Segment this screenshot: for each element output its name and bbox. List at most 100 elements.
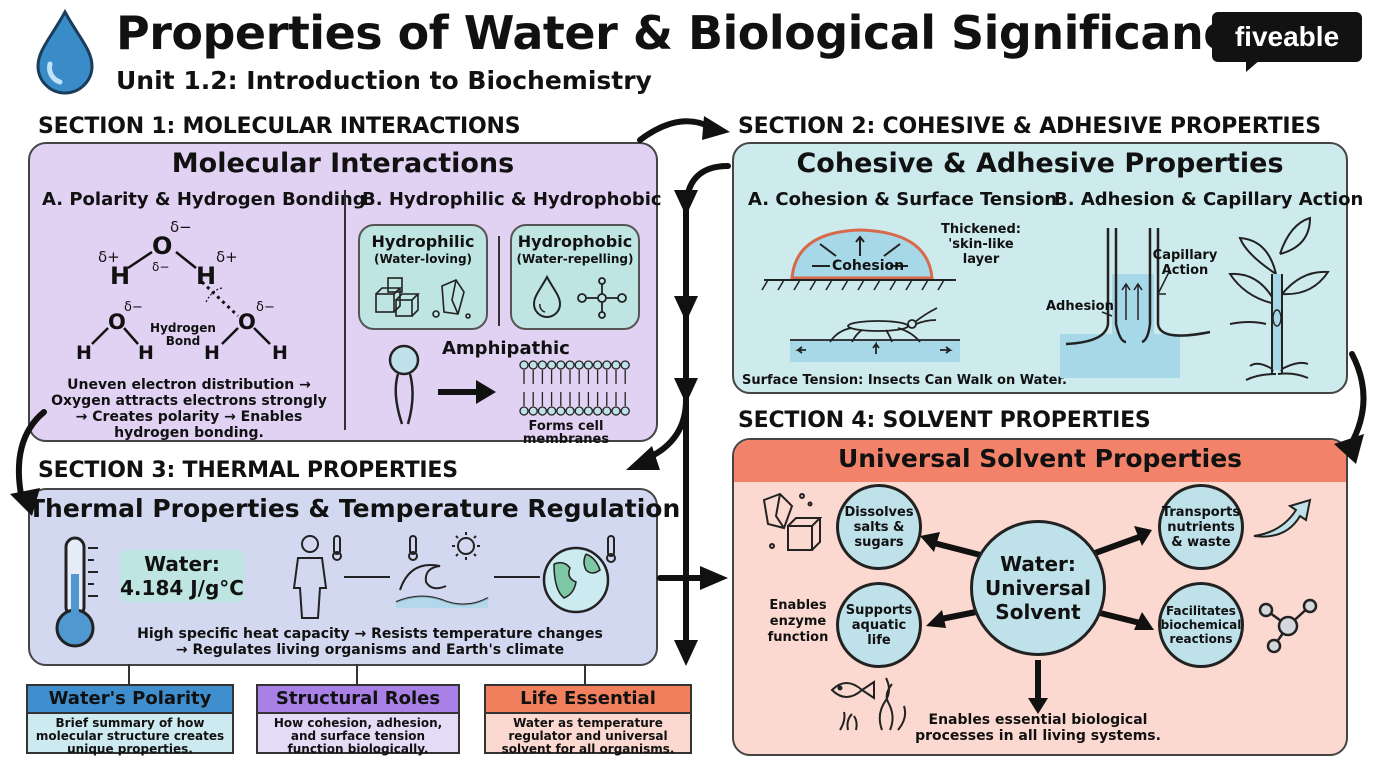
amphipathic-label: Amphipathic	[442, 338, 570, 359]
hydrophobic-card: Hydrophobic (Water-repelling)	[510, 224, 640, 330]
cohesion-subtitle: A. Cohesion & Surface Tension	[748, 189, 1058, 210]
section-4-title: Universal Solvent Properties	[837, 444, 1243, 473]
oil-drop-icon	[532, 274, 562, 318]
hydrophilic-label: Hydrophilic	[371, 232, 475, 251]
transport-arrow-icon	[1253, 498, 1312, 538]
hydrogen-atom: H	[204, 342, 220, 364]
oxygen-atom: O	[238, 310, 256, 334]
summary-connector-3	[584, 664, 586, 684]
brand-logo-tail	[1246, 60, 1260, 72]
summary-box-text: Water as temperature regulator and unive…	[501, 716, 675, 756]
brand-logo: fiveable	[1212, 12, 1362, 62]
globe-icon	[542, 535, 616, 614]
delta-minus-small: δ−	[152, 260, 170, 274]
oxygen-atom: O	[108, 310, 126, 334]
summary-box-title: Life Essential	[486, 686, 690, 714]
sugar-cube-icon	[762, 492, 823, 551]
hydrophilic-sublabel: (Water-loving)	[373, 252, 473, 266]
section-2-title: Cohesive & Adhesive Properties	[796, 148, 1284, 179]
salt-crystal-icon	[375, 277, 471, 319]
insect-icon	[790, 307, 960, 362]
summary-connector-2	[356, 664, 358, 684]
hydrogen-bond-dots	[200, 280, 240, 318]
section-4-heading: SECTION 4: SOLVENT PROPERTIES	[738, 408, 1151, 433]
hydrogen-atom: H	[76, 342, 92, 364]
hydrogen-bond-label: Hydrogen Bond	[150, 321, 216, 348]
section-1-heading: SECTION 1: MOLECULAR INTERACTIONS	[38, 114, 521, 139]
summary-box-text: How cohesion, adhesion, and surface tens…	[273, 716, 443, 756]
hydrophilic-divider	[498, 236, 500, 326]
solvent-caption: Enables essential biological processes i…	[915, 712, 1161, 744]
hydrophilic-subtitle: B. Hydrophilic & Hydrophobic	[362, 189, 662, 210]
summary-box-title: Structural Roles	[258, 686, 458, 714]
section-1-divider	[344, 190, 346, 430]
arrow-icon	[438, 380, 496, 404]
adhesion-subtitle: B. Adhesion & Capillary Action	[1054, 189, 1364, 210]
delta-plus-left: δ+	[98, 248, 120, 266]
bond-lines	[221, 327, 271, 345]
section-2-heading: SECTION 2: COHESIVE & ADHESIVE PROPERTIE…	[738, 114, 1321, 139]
water-molecule-bottom-left: O δ− H H	[70, 300, 170, 366]
summary-box-polarity: Water's Polarity Brief summary of how mo…	[26, 684, 234, 756]
summary-box-structural: Structural Roles How cohesion, adhesion,…	[256, 684, 460, 756]
connector-line-2	[494, 576, 540, 578]
universal-solvent-label: Water: Universal Solvent	[984, 552, 1092, 624]
dissolves-label: Dissolves salts & sugars	[844, 504, 914, 550]
specific-heat-card	[120, 550, 244, 602]
oxygen-atom: O	[152, 232, 173, 260]
capillary-tube-diagram	[1060, 228, 1211, 378]
hydrophilic-card: Hydrophilic (Water-loving)	[358, 224, 488, 330]
hydrogen-atom-right: H	[196, 262, 217, 290]
transports-label: Transports nutrients & waste	[1161, 504, 1241, 550]
summary-box-title: Water's Polarity	[28, 686, 232, 714]
page-title: Properties of Water & Biological Signifi…	[116, 6, 1261, 60]
delta-minus-label: δ−	[124, 300, 143, 315]
specific-heat-value: 4.184 J/g°C	[120, 576, 244, 600]
water-label: Water:	[144, 552, 220, 576]
capillary-action-label: Capillary Action	[1152, 248, 1218, 278]
connector-line-1	[344, 576, 390, 578]
hydrogen-atom: H	[272, 342, 288, 364]
fish-icon	[830, 680, 875, 700]
aquatic-label: Supports aquatic life	[845, 602, 913, 648]
polarity-subtitle: A. Polarity & Hydrogen Bonding	[42, 189, 366, 210]
cohesion-droplet-diagram	[761, 228, 956, 291]
delta-plus-right: δ+	[216, 248, 238, 266]
section-1-title: Molecular Interactions	[171, 148, 515, 179]
section-3-heading: SECTION 3: THERMAL PROPERTIES	[38, 458, 458, 483]
phospholipid-icon	[388, 344, 420, 425]
cohesion-label: Cohesion	[832, 258, 905, 274]
wave-icon	[395, 532, 489, 608]
hydrophobic-sublabel: (Water-repelling)	[516, 252, 634, 266]
water-molecule-top: O δ− H δ+ H δ+ δ−	[80, 210, 280, 290]
summary-box-text: Brief summary of how molecular structure…	[35, 716, 225, 756]
solvent-connector-lines	[920, 526, 1154, 714]
section-3-title: Thermal Properties & Temperature Regulat…	[28, 494, 681, 523]
person-icon	[292, 535, 342, 619]
hydrogen-atom: H	[138, 342, 154, 364]
summary-box-life: Life Essential Water as temperature regu…	[484, 684, 692, 756]
polarity-caption: Uneven electron distribution → Oxygen at…	[51, 377, 327, 441]
biochem-node: Facilitates biochemical reactions	[1158, 582, 1244, 668]
page-subtitle: Unit 1.2: Introduction to Biochemistry	[116, 66, 652, 95]
solvent-title-band	[734, 440, 1346, 482]
summary-connector-1	[128, 664, 130, 684]
thickened-label: Thickened: 'skin-like layer	[941, 222, 1021, 267]
hydrophobic-label: Hydrophobic	[517, 232, 633, 251]
hydrogen-atom-left: H	[110, 262, 131, 290]
bond-lines	[127, 250, 197, 270]
adhesion-label: Adhesion	[1046, 299, 1114, 314]
bond-lines	[91, 327, 139, 345]
plant-icon	[1228, 216, 1330, 381]
hydrocarbon-molecule-icon	[577, 277, 627, 319]
delta-minus-label: δ−	[256, 300, 275, 315]
seaweed-icon	[839, 677, 907, 731]
thermometer-icon	[55, 536, 98, 648]
water-molecule-bottom-right: O δ− H H	[200, 300, 300, 366]
dissolves-node: Dissolves salts & sugars	[836, 484, 922, 570]
enzyme-label: Enables enzyme function	[767, 598, 829, 645]
universal-solvent-center: Water: Universal Solvent	[970, 520, 1106, 656]
surface-tension-caption: Surface Tension: Insects Can Walk on Wat…	[742, 373, 1067, 388]
delta-minus-label: δ−	[170, 218, 192, 236]
